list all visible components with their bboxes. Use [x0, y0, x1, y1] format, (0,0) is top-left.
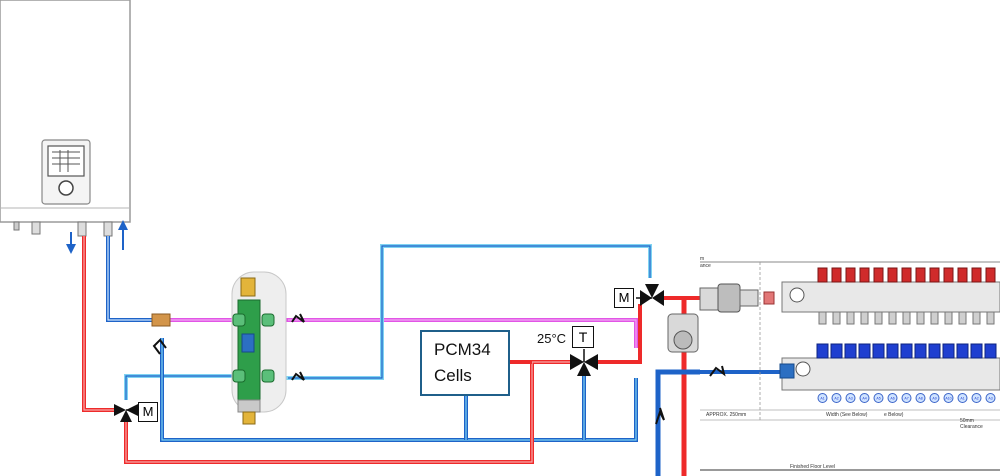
manifold-port-label-circle [873, 393, 884, 403]
finished-floor-label: Finished Floor Level [790, 464, 836, 470]
width-dimension-label-2: e Below) [884, 412, 904, 418]
hydraulic-separator-icon [231, 271, 287, 425]
manifold-port-label-circle [817, 393, 828, 403]
manifold-port-label: A9 [932, 397, 936, 401]
manifold-flow-valve [929, 267, 940, 283]
manifold-flow-outlet [818, 311, 827, 325]
manifold-return-valve [858, 343, 871, 359]
manifold-port-label-circle [943, 393, 954, 403]
non-return-valve-icon [152, 313, 726, 425]
pump-icon [667, 283, 775, 353]
pcm-label-line1: PCM34 [434, 340, 491, 359]
manifold-port-label: A4 [862, 397, 866, 401]
manifold-flow-outlet [888, 311, 897, 325]
manifold-port-label: A7 [904, 397, 908, 401]
manifold-flow-outlet [860, 311, 869, 325]
manifold-flow-outlet [846, 311, 855, 325]
manifold-return-valve [886, 343, 899, 359]
manifold-flow-valve [887, 267, 898, 283]
manifold-return-valve [900, 343, 913, 359]
width-dimension-label: Width (See Below) [826, 412, 868, 418]
manifold-flow-valve [845, 267, 856, 283]
approx-dimension-label: APPROX. 250mm [706, 412, 747, 418]
motor-actuator-right-label: M [614, 288, 634, 308]
manifold-flow-outlet [972, 311, 981, 325]
manifold-flow-valve [817, 267, 828, 283]
manifold-return-valve [970, 343, 983, 359]
manifold-port-label: A2 [974, 397, 978, 401]
manifold-flow-outlet [986, 311, 995, 325]
manifold-note-1: m [700, 256, 705, 262]
tee-fitting [151, 313, 171, 327]
motor-valve-right [636, 284, 664, 306]
manifold-flow-outlet [874, 311, 883, 325]
manifold-return-valve [844, 343, 857, 359]
control-panel-icon [41, 139, 91, 205]
manifold-return-valve [830, 343, 843, 359]
manifold-port-label: A5 [876, 397, 880, 401]
manifold-flow-outlet [832, 311, 841, 325]
manifold-flow-valve [971, 267, 982, 283]
thermostatic-actuator-label: T [572, 326, 594, 348]
motor-actuator-left-label: M [138, 402, 158, 422]
manifold-flow-valve [831, 267, 842, 283]
manifold-port-label-circle [845, 393, 856, 403]
manifold-port-label: A1 [820, 397, 824, 401]
manifold-port-label: A3 [848, 397, 852, 401]
manifold-flow-valve [915, 267, 926, 283]
manifold-return-valve [816, 343, 829, 359]
manifold-port-label-circle [859, 393, 870, 403]
manifold-port-label: A1 [960, 397, 964, 401]
pcm-cells-box: PCM34 Cells [420, 330, 510, 396]
manifold-port-label-circle [915, 393, 926, 403]
manifold-port-label-circle [957, 393, 968, 403]
manifold-port-label-circle [985, 393, 996, 403]
manifold-port-label-circle [971, 393, 982, 403]
manifold-return-valve [914, 343, 927, 359]
manifold-flow-outlet [944, 311, 953, 325]
manifold-return-valve [984, 343, 997, 359]
motor-valve-left [114, 404, 138, 422]
clearance-label: 50mm Clearance [960, 418, 983, 430]
manifold-flow-valve [873, 267, 884, 283]
manifold-icon: A1 A2 A3 A4 A5 A6 A7 A8 A9 A10 A1 A2 A3 [700, 261, 1000, 471]
manifold-flow-outlet [958, 311, 967, 325]
mixing-valve-icon [570, 349, 598, 376]
manifold-return-valve [942, 343, 955, 359]
manifold-flow-outlet [916, 311, 925, 325]
manifold-return-valve [928, 343, 941, 359]
manifold-flow-valve [957, 267, 968, 283]
manifold-port-label: A10 [945, 397, 951, 401]
manifold-flow-outlet [902, 311, 911, 325]
manifold-flow-valve [985, 267, 996, 283]
mixing-valve-setpoint: 25°C [537, 331, 567, 346]
manifold-return-valve [956, 343, 969, 359]
manifold-port-label: A8 [918, 397, 922, 401]
manifold-port-label: A3 [988, 397, 992, 401]
manifold-flow-valve [943, 267, 954, 283]
manifold-port-label: A2 [834, 397, 838, 401]
manifold-port-label-circle [887, 393, 898, 403]
boiler-icon [0, 0, 131, 254]
manifold-return-valve [872, 343, 885, 359]
manifold-port-label: A6 [890, 397, 894, 401]
manifold-flow-valve [859, 267, 870, 283]
manifold-port-label-circle [831, 393, 842, 403]
manifold-flow-valve [901, 267, 912, 283]
manifold-flow-outlet [930, 311, 939, 325]
manifold-note-2: ance [700, 263, 711, 269]
manifold-port-label-circle [929, 393, 940, 403]
pcm-label-line2: Cells [434, 366, 472, 385]
manifold-port-label-circle [901, 393, 912, 403]
